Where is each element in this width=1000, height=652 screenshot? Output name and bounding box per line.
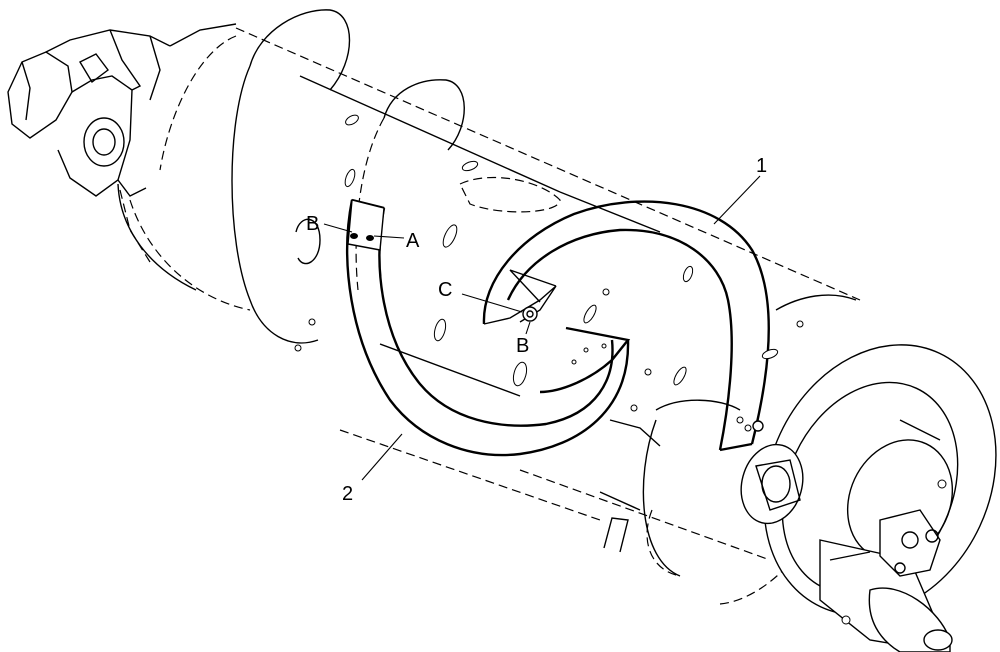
label-b-lower: B (516, 335, 529, 357)
callout-item-2: 2 (342, 483, 353, 505)
tube-slots (583, 265, 804, 412)
flighting-item-2 (346, 198, 631, 457)
leader-label-b-upper (323, 223, 353, 233)
callouts: 1 2 A B C B (306, 155, 767, 505)
leader-label-a (373, 235, 405, 239)
label-c: C (438, 279, 452, 301)
leader-label-c (461, 293, 523, 313)
label-b-upper: B (306, 213, 319, 235)
left-flight-disc (117, 9, 351, 352)
leader-item-1 (713, 175, 761, 225)
label-a: A (406, 230, 420, 252)
right-end-plate (740, 344, 997, 652)
callout-item-1: 1 (756, 155, 767, 177)
leader-item-2 (361, 433, 403, 481)
leader-label-b-lower (525, 321, 531, 335)
middle-flight-disc (344, 79, 561, 387)
flighting-item-1 (482, 200, 770, 452)
left-drive-housing (7, 23, 237, 197)
auger-tube (119, 27, 861, 561)
